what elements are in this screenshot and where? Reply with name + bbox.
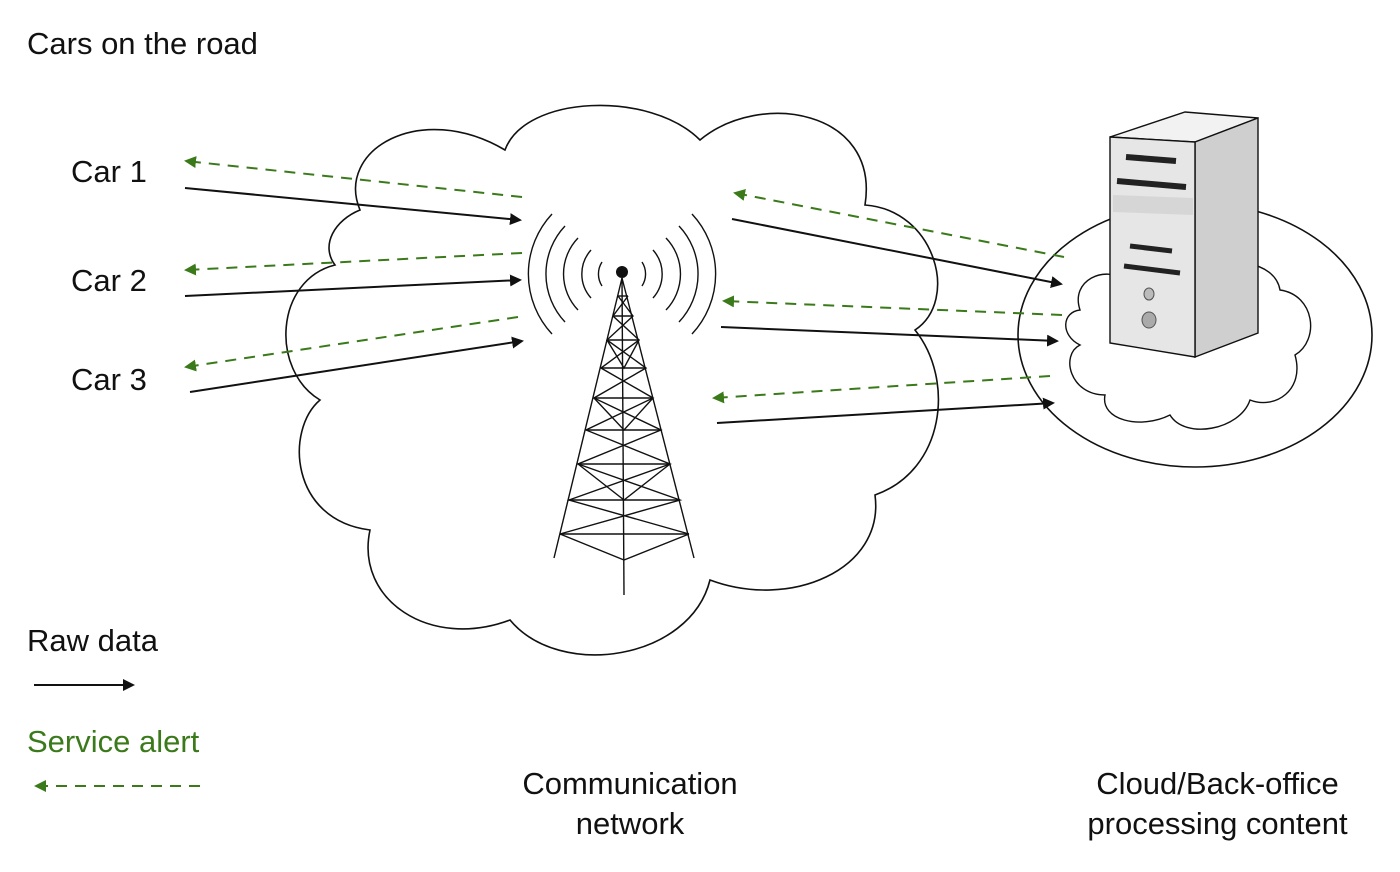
tower-antenna-dot: [616, 266, 628, 278]
car-2-label: Car 2: [71, 263, 147, 298]
car-1-label: Car 1: [71, 154, 147, 189]
car-3-label: Car 3: [71, 362, 147, 397]
legend-service-alert-label: Service alert: [27, 724, 200, 759]
legend-raw-data-label: Raw data: [27, 623, 158, 658]
section-title: Cars on the road: [27, 26, 258, 61]
network-caption-line2: network: [575, 806, 685, 841]
backoffice-caption-line1: Cloud/Back-office: [1096, 766, 1339, 801]
network-cloud-icon: [285, 104, 940, 656]
network-caption-line1: Communication: [522, 766, 738, 801]
network-caption: Communication network: [480, 764, 780, 844]
backoffice-caption-line2: processing content: [1087, 806, 1348, 841]
raw-data-arrows-cars: [184, 187, 524, 393]
cell-tower-icon: [527, 213, 717, 596]
raw-data-arrows-backoffice: [716, 218, 1063, 424]
server-icon: [1109, 111, 1259, 359]
backoffice-caption: Cloud/Back-office processing content: [1060, 764, 1375, 844]
